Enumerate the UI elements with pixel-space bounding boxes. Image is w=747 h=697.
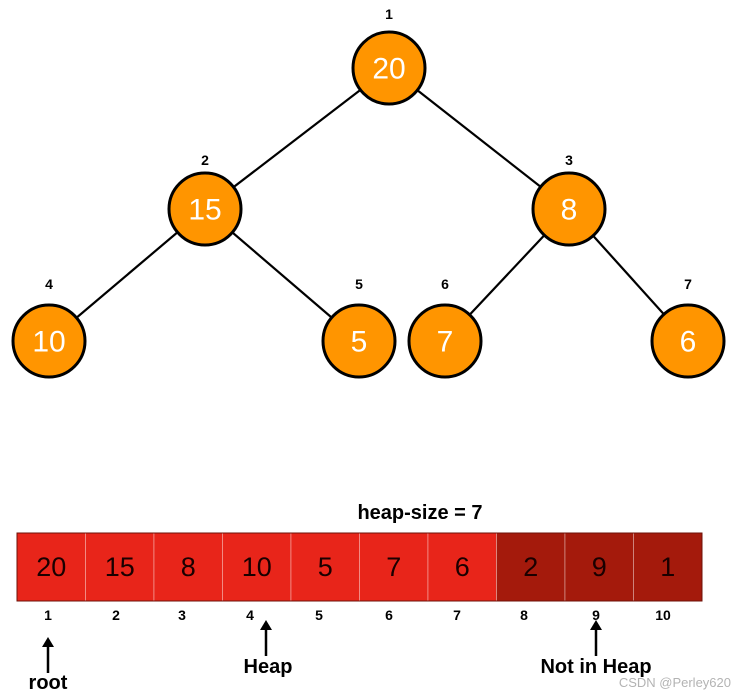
array-cell: 8 xyxy=(153,532,223,602)
arrow-up-icon xyxy=(260,620,272,630)
array-index-label: 8 xyxy=(520,607,528,623)
tree-node: 67 xyxy=(650,276,726,379)
pointer-root: root xyxy=(29,637,68,694)
array-cell-not-in-heap xyxy=(564,532,634,602)
node-circle xyxy=(407,303,483,379)
array-cell: 7 xyxy=(359,532,429,602)
array-cell-value: 8 xyxy=(181,552,196,582)
heap-size-label: heap-size = 7 xyxy=(357,502,482,524)
pointer-label: Heap xyxy=(244,656,293,678)
array-cell-in-heap xyxy=(290,532,360,602)
node-value: 10 xyxy=(32,326,65,359)
tree-node: 15 2 xyxy=(167,152,243,247)
node-circle xyxy=(351,30,427,106)
tree-edge-1-3 xyxy=(388,67,570,210)
array-cell-value: 9 xyxy=(592,552,607,582)
array-cell: 20 xyxy=(16,532,86,602)
array-cell-value: 7 xyxy=(386,552,401,582)
node-index-label: 7 xyxy=(684,276,692,292)
node-circle xyxy=(167,171,243,247)
array-index-label: 1 xyxy=(44,607,52,623)
array-cell-in-heap xyxy=(153,532,223,602)
watermark: CSDN @Perley620 xyxy=(619,675,731,690)
array-index-label: 7 xyxy=(453,607,461,623)
tree-node: 20 1 xyxy=(351,6,427,106)
node-value: 20 xyxy=(372,53,405,86)
node-value: 8 xyxy=(561,194,578,227)
array-cell-in-heap xyxy=(359,532,429,602)
tree-node: 83 xyxy=(531,152,607,247)
array-cell-value: 15 xyxy=(105,552,135,582)
array-index-label: 5 xyxy=(315,607,323,623)
array-cell-not-in-heap xyxy=(496,532,566,602)
node-index-label: 2 xyxy=(201,152,209,168)
node-value: 5 xyxy=(351,326,368,359)
tree-node: 10 4 xyxy=(11,276,87,379)
node-circle xyxy=(11,303,87,379)
array-border xyxy=(16,532,703,602)
array-cell-value: 6 xyxy=(455,552,470,582)
node-index-label: 3 xyxy=(565,152,573,168)
tree-node: 76 xyxy=(407,276,483,379)
array-index-label: 3 xyxy=(178,607,186,623)
node-index-label: 6 xyxy=(441,276,449,292)
node-circle xyxy=(531,171,607,247)
tree-edge-1-2 xyxy=(204,67,390,210)
array-cell: 9 xyxy=(564,532,634,602)
array-cell: 6 xyxy=(427,532,497,602)
node-circle xyxy=(650,303,726,379)
array-cell: 2 xyxy=(496,532,566,602)
pointer-label: Not in Heap xyxy=(540,656,651,678)
array-index-label: 10 xyxy=(655,607,671,623)
heap-array: 20 15 8 10 5 7 6 2 9 1 1 2 3 4 5 6 7 8 9 10 xyxy=(16,532,703,623)
array-cell-value: 10 xyxy=(242,552,272,582)
array-pointers: root Heap Not in Heap xyxy=(29,620,652,694)
pointer-heap: Heap xyxy=(244,620,293,678)
array-cell-value: 2 xyxy=(523,552,538,582)
array-index-label: 9 xyxy=(592,607,600,623)
array-cell-value: 1 xyxy=(660,552,675,582)
array-index-label: 2 xyxy=(112,607,120,623)
arrow-up-icon xyxy=(590,620,602,630)
pointer-label: root xyxy=(29,672,68,694)
array-cell: 10 xyxy=(222,532,292,602)
array-cell: 15 xyxy=(85,532,155,602)
tree-node: 55 xyxy=(321,276,397,379)
node-value: 7 xyxy=(437,326,454,359)
array-cell-value: 20 xyxy=(36,552,66,582)
array-cell: 5 xyxy=(290,532,360,602)
node-index-label: 5 xyxy=(355,276,363,292)
pointer-not-in-heap: Not in Heap xyxy=(540,620,652,678)
array-cell-in-heap xyxy=(427,532,497,602)
arrow-up-icon xyxy=(42,637,54,647)
array-index-label: 4 xyxy=(246,607,254,623)
node-index-label: 4 xyxy=(45,276,53,292)
array-cell: 1 xyxy=(633,532,703,602)
array-cell-value: 5 xyxy=(318,552,333,582)
node-value: 6 xyxy=(680,326,697,359)
node-index-label: 1 xyxy=(385,6,393,22)
node-circle xyxy=(321,303,397,379)
node-value: 15 xyxy=(188,194,221,227)
array-index-label: 6 xyxy=(385,607,393,623)
array-cell-in-heap xyxy=(222,532,292,602)
